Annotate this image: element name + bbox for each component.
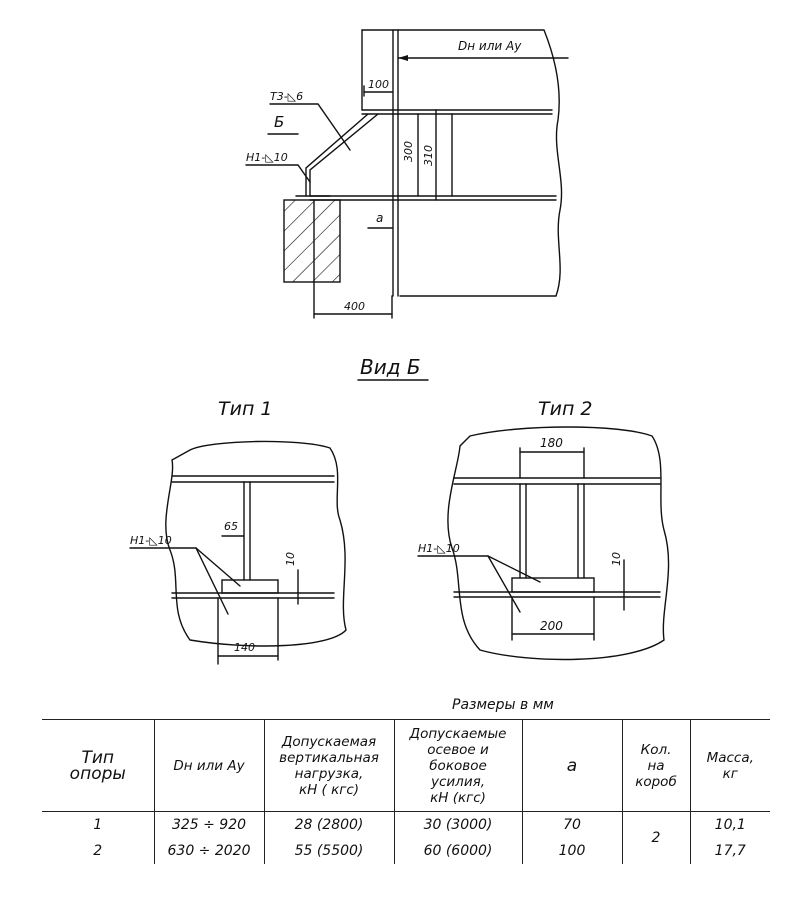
- table-header-row: Тип опоры Dн или Ау Допускаемая вертикал…: [42, 719, 770, 812]
- header-dia: Dн или Ау: [153, 719, 264, 812]
- header-axial-force: Допускаемые осевое и боковое усилия, кН …: [393, 719, 522, 812]
- type1-dim-10: 10: [284, 552, 297, 566]
- table-row: 2 630 ÷ 2020 55 (5500) 60 (6000) 100 17,…: [42, 837, 770, 864]
- type2-dim-10: 10: [610, 552, 623, 566]
- cell-type: 2: [93, 842, 103, 859]
- header-a: a: [521, 719, 622, 812]
- technical-drawing: Dн или Ау 100 300 310 a 400: [129, 29, 670, 665]
- type1-dim-140: 140: [234, 641, 255, 654]
- type2-dim-180: 180: [540, 436, 563, 450]
- type1-dim-65: 65: [224, 520, 238, 533]
- cell-axial: 60 (6000): [393, 837, 522, 864]
- type2-break-outline: [447, 426, 670, 661]
- cell-qty: 2: [621, 811, 690, 864]
- type1-break-outline: [165, 440, 347, 647]
- header-mass: Масса, кг: [689, 719, 770, 812]
- dim-300: 300: [402, 141, 415, 162]
- view-marker-b: Б: [274, 113, 284, 131]
- type2-weld-label: Н1-◺10: [418, 542, 460, 555]
- table-row: 1 325 ÷ 920 28 (2800) 30 (3000) 70 2 10,…: [42, 811, 770, 864]
- units-note: Размеры в мм: [452, 697, 554, 713]
- cell-mass: 17,7: [689, 837, 770, 864]
- dim-400: 400: [344, 300, 365, 313]
- cell-axial: 30 (3000): [393, 811, 522, 838]
- header-vertical-load: Допускаемая вертикальная нагрузка, кН ( …: [263, 719, 394, 812]
- header-type: Тип опоры: [42, 719, 154, 812]
- weld-t3-label: Т3-◺6: [270, 90, 303, 103]
- cell-dia: 630 ÷ 2020: [153, 837, 264, 864]
- type2-view: Тип 2 180 10 200 Н1-◺10: [417, 398, 670, 661]
- dim-310: 310: [422, 145, 435, 166]
- concrete-support: [283, 199, 341, 283]
- dim-100: 100: [368, 78, 389, 91]
- cell-a: 70: [521, 811, 622, 838]
- spec-table: Тип опоры Dн или Ау Допускаемая вертикал…: [42, 719, 770, 864]
- type2-dim-200: 200: [540, 619, 563, 633]
- type1-view: Тип 1 65 10 140 Н1-◺10: [129, 398, 347, 665]
- cell-dia: 325 ÷ 920: [153, 811, 264, 838]
- dim-a: a: [376, 211, 383, 225]
- header-qty: Кол. на короб: [621, 719, 690, 812]
- type2-title: Тип 2: [538, 398, 593, 420]
- view-b-title: Вид Б: [360, 355, 421, 379]
- top-dia-label: Dн или Ау: [458, 39, 522, 53]
- pipe-break-outline: [361, 29, 563, 297]
- cell-mass: 10,1: [689, 811, 770, 838]
- cell-vertical: 28 (2800): [263, 811, 394, 838]
- cell-a: 100: [521, 837, 622, 864]
- cell-vertical: 55 (5500): [263, 837, 394, 864]
- type1-weld-label: Н1-◺10: [130, 534, 172, 547]
- weld-h1-label: Н1-◺10: [246, 151, 288, 164]
- type1-title: Тип 1: [218, 398, 273, 420]
- cell-type: 1: [93, 816, 103, 833]
- top-section-view: Dн или Ау 100 300 310 a 400: [245, 29, 569, 319]
